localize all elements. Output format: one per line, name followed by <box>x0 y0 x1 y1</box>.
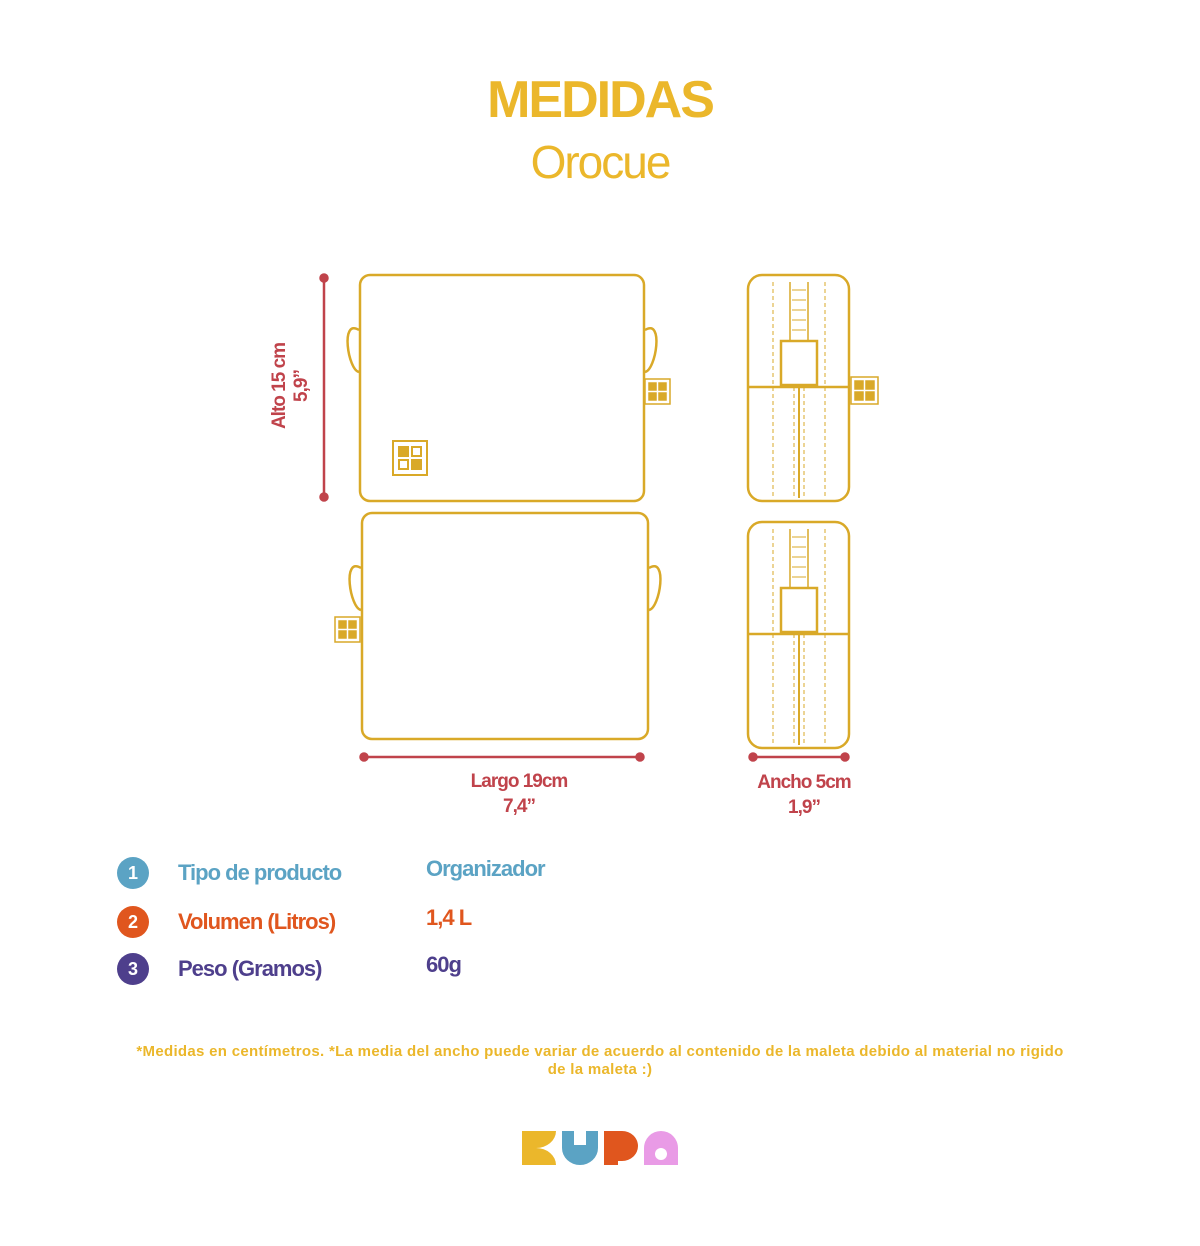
logo-letter-p <box>604 1131 638 1165</box>
spec-number-badge: 2 <box>117 906 149 938</box>
logo-dot <box>671 1159 677 1165</box>
spec-label: Peso (Gramos) <box>178 956 322 981</box>
spec-number-badge: 3 <box>117 953 149 985</box>
side-view-top <box>746 273 879 503</box>
kupa-logo <box>522 1131 678 1165</box>
footnote-line-2: de la maleta :) <box>547 1061 653 1078</box>
logo-letter-a <box>644 1131 678 1165</box>
width-label-cm: Ancho 5cm <box>757 772 851 793</box>
spec-label: Tipo de producto <box>178 860 342 885</box>
side-handle-left <box>346 326 360 374</box>
front-view-bottom <box>334 511 662 741</box>
product-name: Orocue <box>530 136 672 188</box>
length-label-cm: Largo 19cm <box>471 771 568 792</box>
length-label-in: 7,4” <box>503 796 535 817</box>
logo-letter-u <box>562 1131 598 1165</box>
side-tag <box>644 378 671 405</box>
spec-value: Organizador <box>426 856 546 881</box>
width-dimension-line <box>748 752 850 762</box>
brand-patch <box>392 440 428 476</box>
length-dimension-line <box>359 752 645 762</box>
width-label-in: 1,9” <box>788 797 820 818</box>
side-handle-right <box>644 326 658 374</box>
footnote-line-1: *Medidas en centímetros. *La media del a… <box>136 1043 1064 1060</box>
height-label-in: 5,9” <box>291 370 312 402</box>
height-dimension-line <box>319 273 329 502</box>
spec-value: 60g <box>426 952 462 977</box>
logo-letter-k <box>522 1131 556 1165</box>
height-label-cm: Alto 15 cm <box>269 343 290 429</box>
page-title: MEDIDAS <box>487 71 715 129</box>
footnote: *Medidas en centímetros. *La media del a… <box>60 1043 1140 1079</box>
front-view-top <box>346 273 671 503</box>
spec-value: 1,4 L <box>426 905 472 930</box>
spec-label: Volumen (Litros) <box>178 909 336 934</box>
side-view-bottom <box>746 520 851 750</box>
spec-number-badge: 1 <box>117 857 149 889</box>
